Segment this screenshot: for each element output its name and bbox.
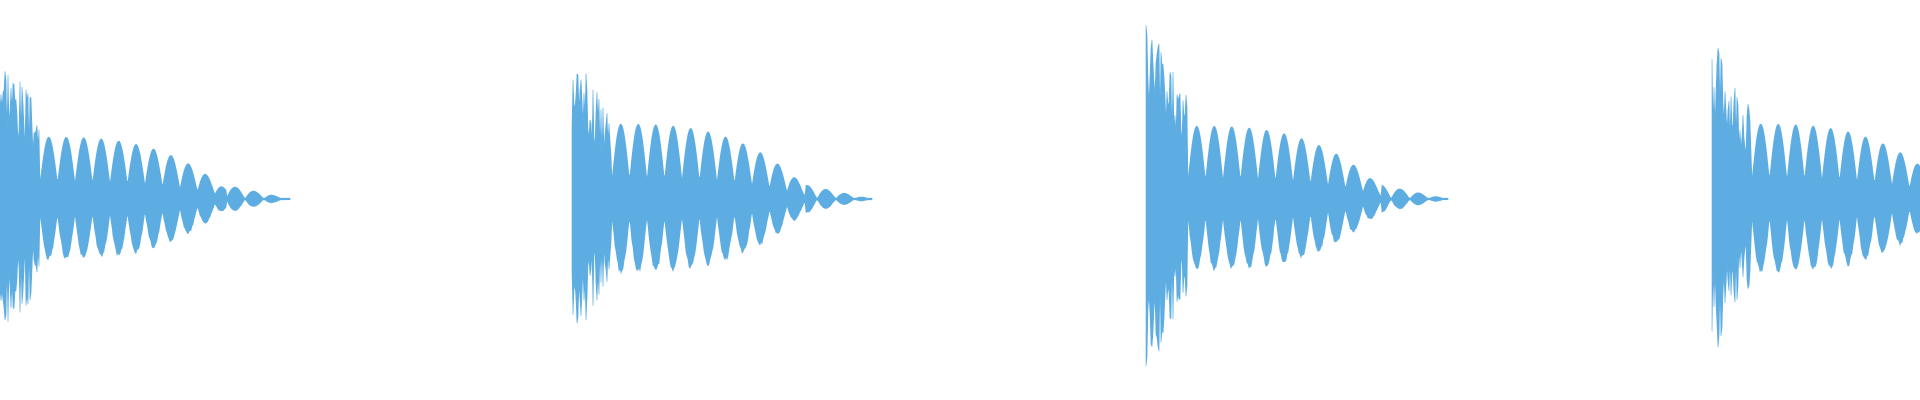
waveform-clip-2: [571, 73, 873, 324]
waveform-clip-3: [1145, 25, 1449, 367]
waveform-shape: [1711, 48, 1920, 348]
waveform-shape: [571, 73, 873, 324]
waveform-clip-1: [0, 71, 291, 322]
waveform-shape: [1145, 25, 1449, 367]
waveform-shape: [0, 71, 291, 322]
waveform-clip-4: [1711, 48, 1920, 348]
